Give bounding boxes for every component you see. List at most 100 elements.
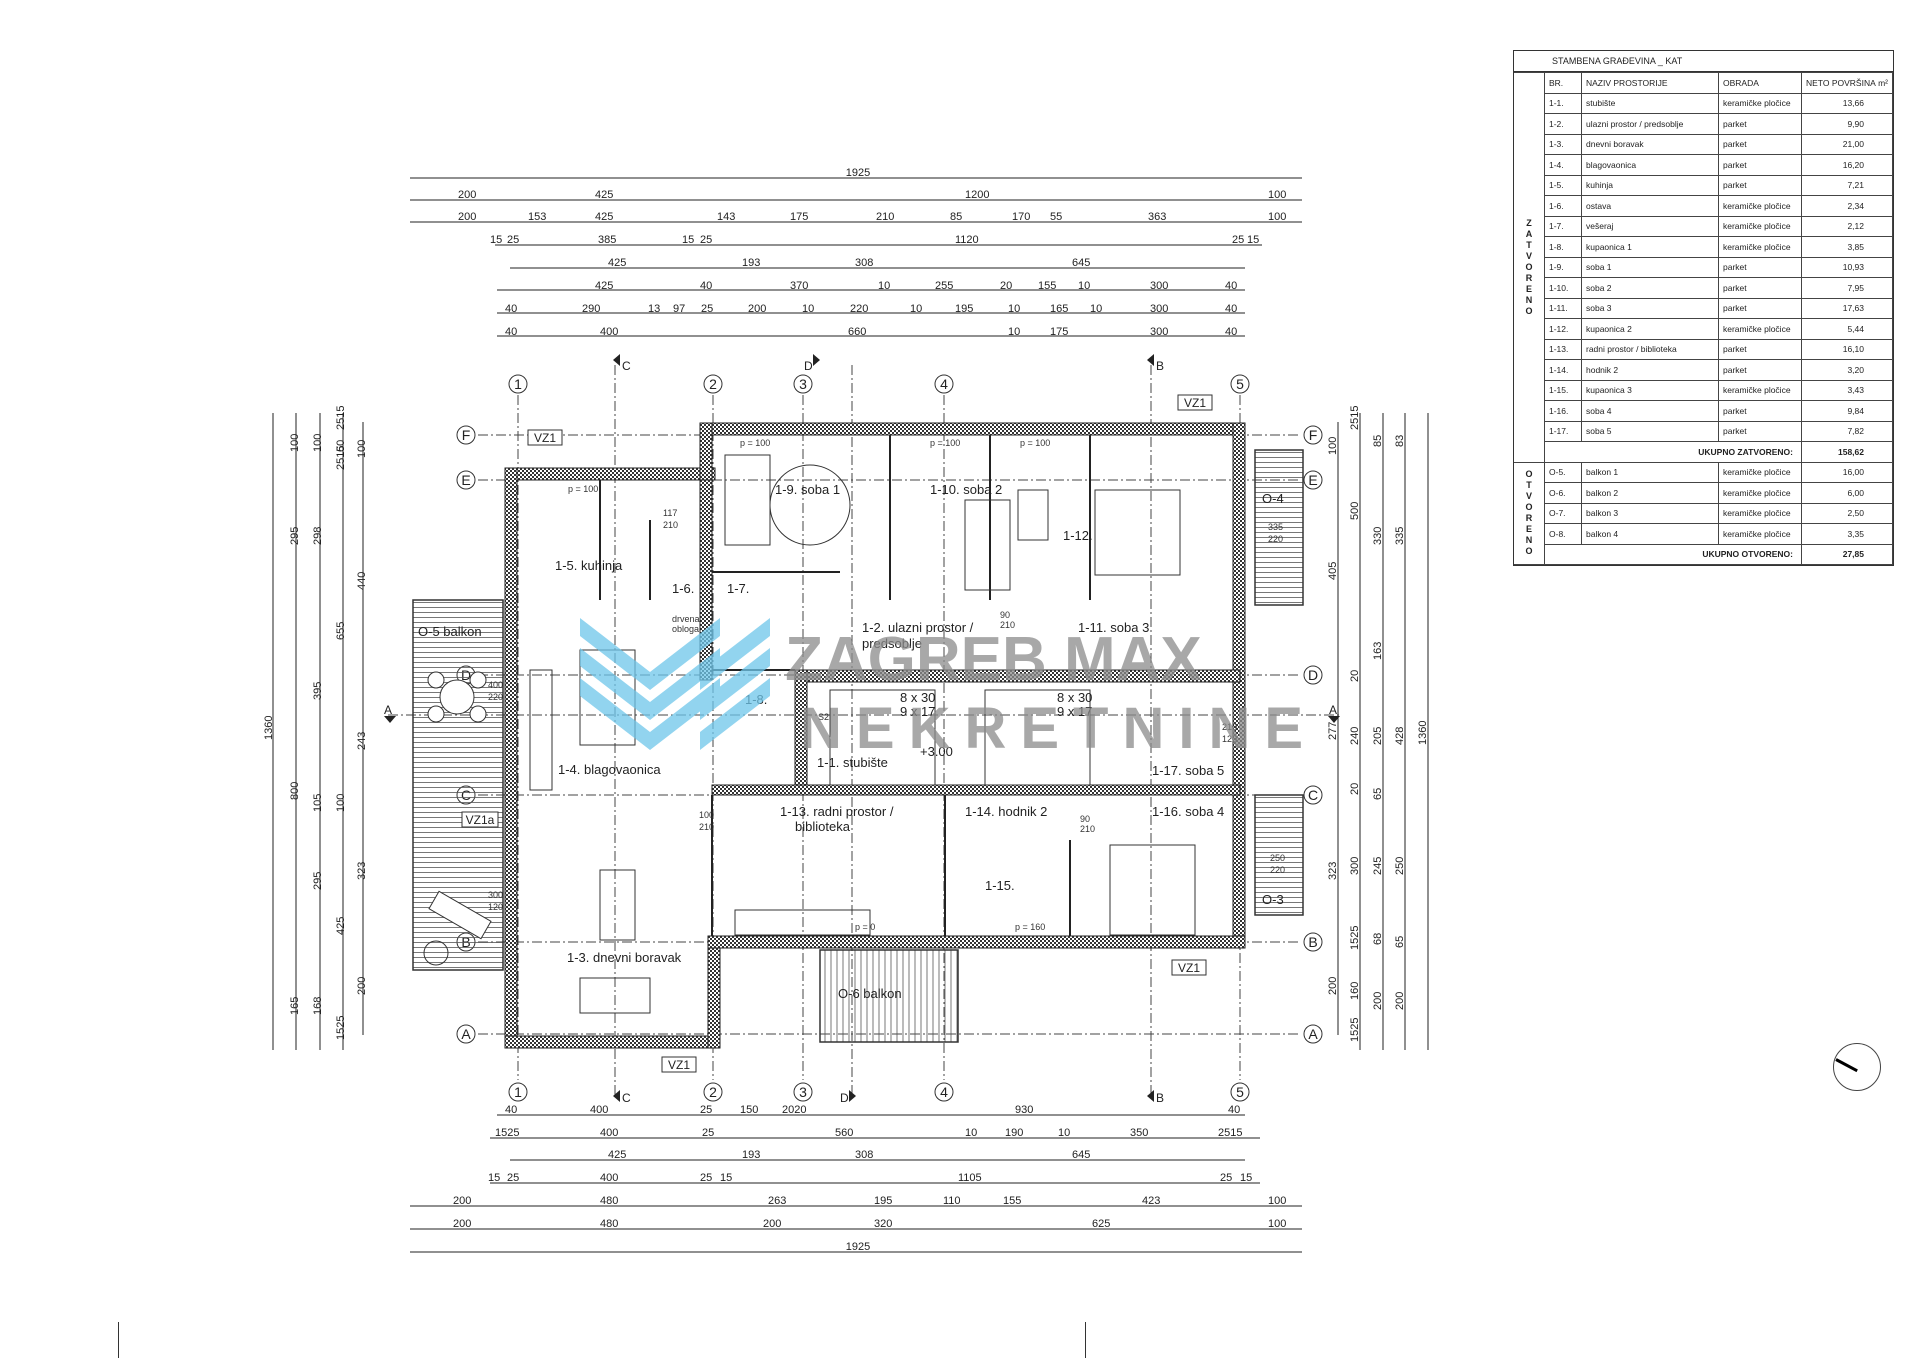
room-finish: parket: [1718, 277, 1802, 299]
room-area: 2,12: [1801, 215, 1893, 237]
svg-text:+3.00: +3.00: [920, 744, 953, 759]
room-name: soba 2: [1581, 277, 1719, 299]
room-name: ostava: [1581, 195, 1719, 217]
room-area: 16,10: [1801, 338, 1893, 360]
svg-text:290: 290: [582, 303, 600, 315]
svg-text:1200: 1200: [965, 189, 989, 201]
svg-text:VZ1: VZ1: [668, 1058, 690, 1072]
svg-text:175: 175: [790, 211, 808, 223]
svg-text:200: 200: [453, 1218, 471, 1230]
svg-text:1120: 1120: [955, 234, 979, 246]
svg-text:335: 335: [1268, 522, 1283, 532]
room-number: 1-13.: [1544, 338, 1582, 360]
room-area: 3,85: [1801, 236, 1893, 258]
svg-text:C: C: [622, 1091, 631, 1105]
svg-text:1925: 1925: [846, 167, 870, 179]
room-name: soba 1: [1581, 256, 1719, 278]
svg-text:165: 165: [289, 997, 301, 1015]
svg-text:1-14. hodnik 2: 1-14. hodnik 2: [965, 804, 1047, 819]
room-number: 1-7.: [1544, 215, 1582, 237]
room-name: soba 3: [1581, 297, 1719, 319]
svg-text:110: 110: [943, 1195, 961, 1207]
svg-text:3: 3: [799, 1084, 807, 1100]
svg-text:9 x 17: 9 x 17: [1057, 704, 1092, 719]
svg-text:15: 15: [488, 1172, 500, 1184]
room-area: 13,66: [1801, 92, 1893, 114]
room-number: 1-17.: [1544, 420, 1582, 442]
svg-text:308: 308: [855, 1149, 873, 1161]
svg-text:3: 3: [799, 376, 807, 392]
room-finish: parket: [1718, 154, 1802, 176]
svg-text:15: 15: [682, 234, 694, 246]
svg-text:1-6.: 1-6.: [672, 581, 694, 596]
room-name: vešeraj: [1581, 215, 1719, 237]
svg-text:85: 85: [1372, 435, 1384, 447]
svg-text:4: 4: [940, 376, 948, 392]
open-total-label: UKUPNO OTVORENO:: [1544, 543, 1802, 565]
svg-text:120: 120: [1222, 734, 1237, 744]
svg-text:D: D: [1308, 667, 1318, 683]
svg-text:40: 40: [1225, 326, 1237, 338]
svg-text:250: 250: [1270, 853, 1285, 863]
svg-text:335: 335: [1394, 527, 1406, 545]
section-markers: C D B C D B A A: [384, 354, 1340, 1105]
svg-text:800: 800: [289, 782, 301, 800]
svg-text:193: 193: [742, 257, 760, 269]
svg-text:1-17. soba 5: 1-17. soba 5: [1152, 763, 1224, 778]
svg-text:277: 277: [1327, 722, 1339, 740]
room-finish: keramičke pločice: [1718, 215, 1802, 237]
svg-text:300: 300: [1150, 326, 1168, 338]
room-finish: parket: [1718, 338, 1802, 360]
room-name: soba 4: [1581, 400, 1719, 422]
vz-tags: VZ1 VZ1 VZ1 VZ1 VZ1a: [461, 394, 1213, 1073]
room-area: 2,34: [1801, 195, 1893, 217]
svg-text:323: 323: [356, 862, 368, 880]
svg-text:1925: 1925: [846, 1241, 870, 1253]
room-area: 3,43: [1801, 379, 1893, 401]
svg-text:660: 660: [848, 326, 866, 338]
svg-text:A: A: [384, 703, 392, 717]
svg-text:193: 193: [742, 1149, 760, 1161]
svg-text:210: 210: [876, 211, 894, 223]
room-name: blagovaonica: [1581, 154, 1719, 176]
svg-text:2020: 2020: [782, 1104, 806, 1116]
svg-text:1525: 1525: [1349, 926, 1361, 950]
svg-text:10: 10: [802, 303, 814, 315]
room-number: 1-12.: [1544, 318, 1582, 340]
svg-text:1525: 1525: [495, 1127, 519, 1139]
svg-text:298: 298: [312, 527, 324, 545]
svg-text:8 x 30: 8 x 30: [1057, 690, 1092, 705]
svg-text:405: 405: [1327, 562, 1339, 580]
svg-text:320: 320: [874, 1218, 892, 1230]
svg-text:25: 25: [700, 1172, 712, 1184]
svg-text:5: 5: [1236, 376, 1244, 392]
svg-text:363: 363: [1148, 211, 1166, 223]
room-name: kupaonica 3: [1581, 379, 1719, 401]
svg-text:100: 100: [356, 440, 368, 458]
svg-text:E: E: [461, 472, 470, 488]
room-number: O-8.: [1544, 523, 1582, 545]
svg-text:200: 200: [1372, 992, 1384, 1010]
room-area: 7,21: [1801, 174, 1893, 196]
svg-text:A: A: [461, 1026, 471, 1042]
svg-text:D: D: [840, 1091, 849, 1105]
svg-text:480: 480: [600, 1218, 618, 1230]
svg-text:O-4: O-4: [1262, 491, 1284, 506]
closed-total-label: UKUPNO ZATVORENO:: [1544, 441, 1802, 463]
svg-text:p = 100: p = 100: [930, 438, 960, 448]
room-number: 1-14.: [1544, 359, 1582, 381]
room-name: dnevni boravak: [1581, 133, 1719, 155]
room-number: 1-11.: [1544, 297, 1582, 319]
svg-text:210: 210: [1000, 620, 1015, 630]
svg-text:400: 400: [488, 680, 503, 690]
svg-text:195: 195: [955, 303, 973, 315]
svg-text:1360: 1360: [263, 716, 275, 740]
svg-text:500: 500: [1349, 502, 1361, 520]
